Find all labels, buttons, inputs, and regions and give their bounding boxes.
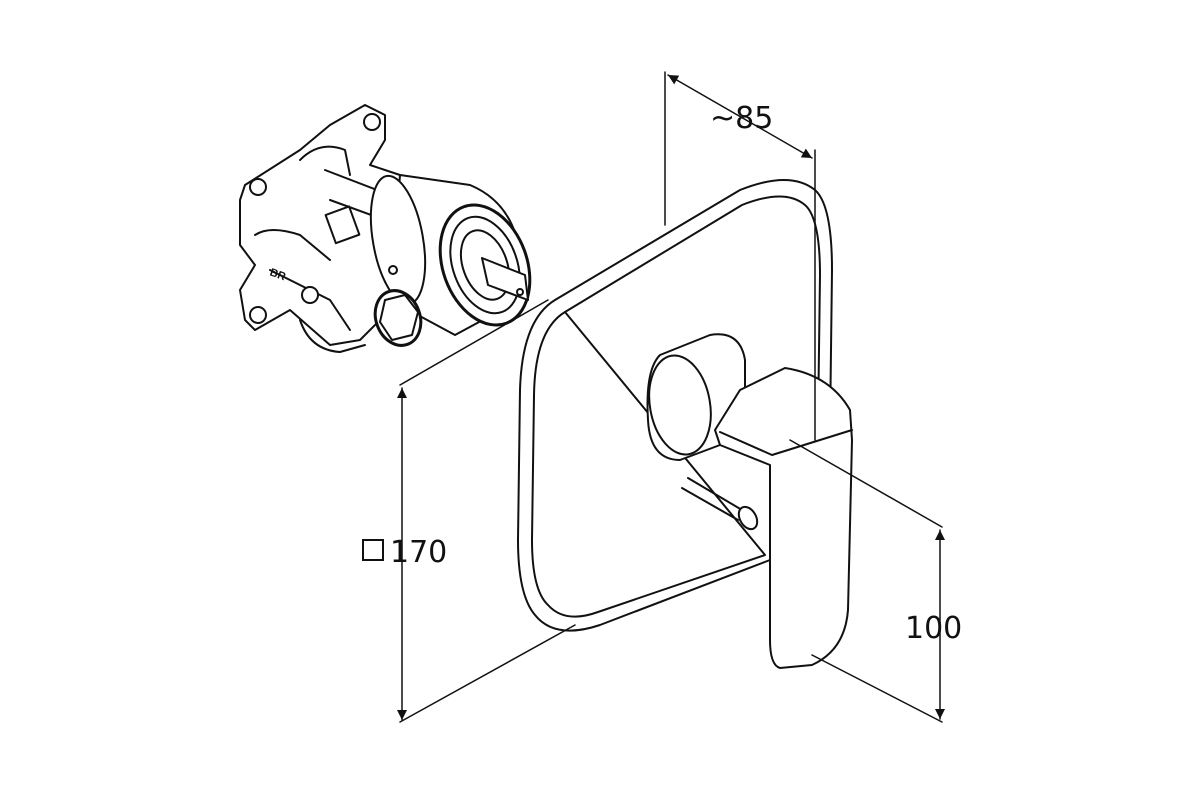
flange-hole <box>363 113 381 131</box>
flange-hole <box>249 178 267 196</box>
plate-size-dimension-label: 170 <box>362 538 447 568</box>
mounting-flange <box>239 104 401 346</box>
dimension-plate-size <box>397 299 576 723</box>
lever-height-dimension-label: 100 <box>905 611 963 646</box>
flange-hole <box>249 306 267 324</box>
dimension-depth <box>664 71 816 441</box>
plate-size-value: 170 <box>390 535 448 570</box>
concealed-valve-body: BR <box>239 104 532 353</box>
mixer-handle <box>646 333 853 669</box>
valve-body-marking: BR <box>268 267 287 284</box>
stem <box>481 257 529 301</box>
hex-nut <box>379 294 419 341</box>
diverter-pin <box>681 477 743 521</box>
square-symbol-icon <box>362 539 384 561</box>
depth-dimension-label: ~85 <box>710 101 774 136</box>
dimension-lever-height <box>789 439 945 723</box>
lever <box>714 367 853 669</box>
